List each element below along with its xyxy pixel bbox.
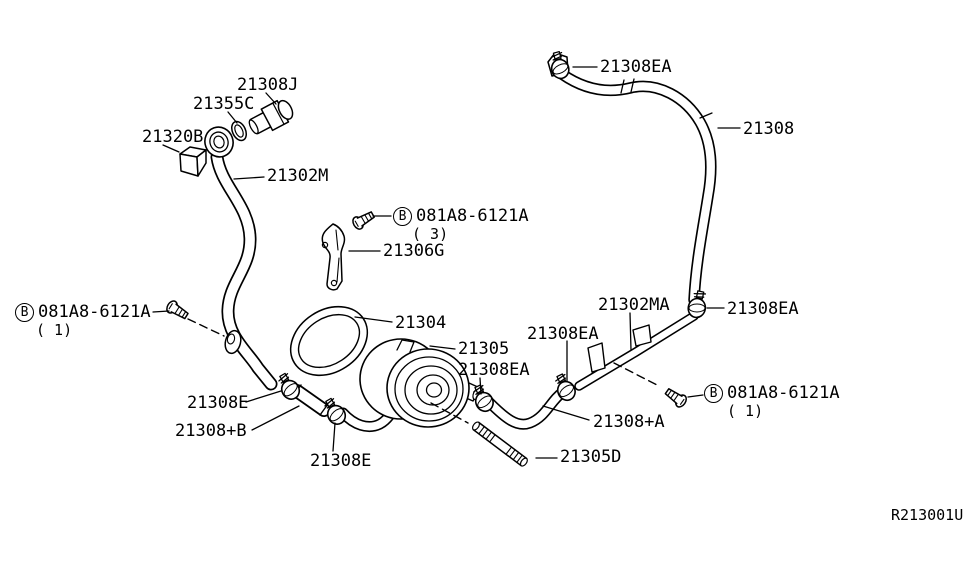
- callout-21308e-left[interactable]: 21308E: [187, 393, 249, 413]
- hose-clip-art: [224, 329, 242, 355]
- callout-21305[interactable]: 21305: [458, 339, 510, 359]
- dashed-alignment-lines: [187, 318, 660, 424]
- callout-21302ma[interactable]: 21302MA: [598, 295, 670, 315]
- hose-21308a-art: [483, 386, 569, 430]
- union-21308j-art: [248, 99, 294, 135]
- bracket-21306g-art: [321, 223, 346, 291]
- callout-bolt-081a8-6121a-right[interactable]: B 081A8-6121A: [704, 384, 840, 403]
- hose-21302m-art: [210, 150, 278, 391]
- bolt-icon: [163, 298, 191, 323]
- callout-21308-plus-b[interactable]: 21308+B: [175, 421, 247, 441]
- qty-annotation: ( 1): [36, 321, 73, 339]
- callout-21308-plus-a[interactable]: 21308+A: [593, 412, 665, 432]
- bolt-icon: [662, 385, 690, 410]
- callout-21304[interactable]: 21304: [395, 313, 447, 333]
- part-number: 081A8-6121A: [416, 205, 529, 226]
- qty-annotation: ( 1): [727, 402, 764, 420]
- callout-21302m[interactable]: 21302M: [267, 166, 329, 186]
- diagram-ref-code: R213001U: [891, 506, 964, 524]
- callout-bolt-081a8-6121a-left[interactable]: B 081A8-6121A: [15, 303, 151, 322]
- banjo-eyelet-art: [204, 126, 234, 158]
- oil-cooler-21305-art: [359, 338, 482, 428]
- callout-21305d[interactable]: 21305D: [560, 447, 622, 467]
- callout-21308[interactable]: 21308: [743, 119, 795, 139]
- callout-21306g[interactable]: 21306G: [383, 241, 445, 261]
- plug-21320b-art: [179, 146, 207, 177]
- callout-bolt-081a8-6121a-x3[interactable]: B 081A8-6121A: [393, 207, 529, 226]
- hose-21308-art: [556, 68, 717, 306]
- qty-annotation: ( 3): [412, 225, 449, 243]
- leader-lines: [152, 66, 741, 459]
- callout-21308ea-top[interactable]: 21308EA: [600, 57, 672, 77]
- washer-21355c-art: [230, 120, 248, 142]
- bolt-marker-b-icon: B: [15, 303, 34, 322]
- part-number: 081A8-6121A: [727, 382, 840, 403]
- bolt-icon: [350, 208, 377, 232]
- callout-21308ea-mid[interactable]: 21308EA: [458, 360, 530, 380]
- tube-21302ma-art: [574, 311, 699, 391]
- stud-21305d-art: [471, 421, 528, 467]
- callout-21308ea-left[interactable]: 21308EA: [527, 324, 599, 344]
- bolt-marker-b-icon: B: [393, 207, 412, 226]
- part-number: 081A8-6121A: [38, 301, 151, 322]
- callout-21308j[interactable]: 21308J: [237, 75, 299, 95]
- callout-21308e-bottom[interactable]: 21308E: [310, 451, 372, 471]
- callout-21355c[interactable]: 21355C: [193, 94, 255, 114]
- bolt-marker-b-icon: B: [704, 384, 723, 403]
- callout-21308ea-right[interactable]: 21308EA: [727, 299, 799, 319]
- callout-21320b[interactable]: 21320B: [142, 127, 204, 147]
